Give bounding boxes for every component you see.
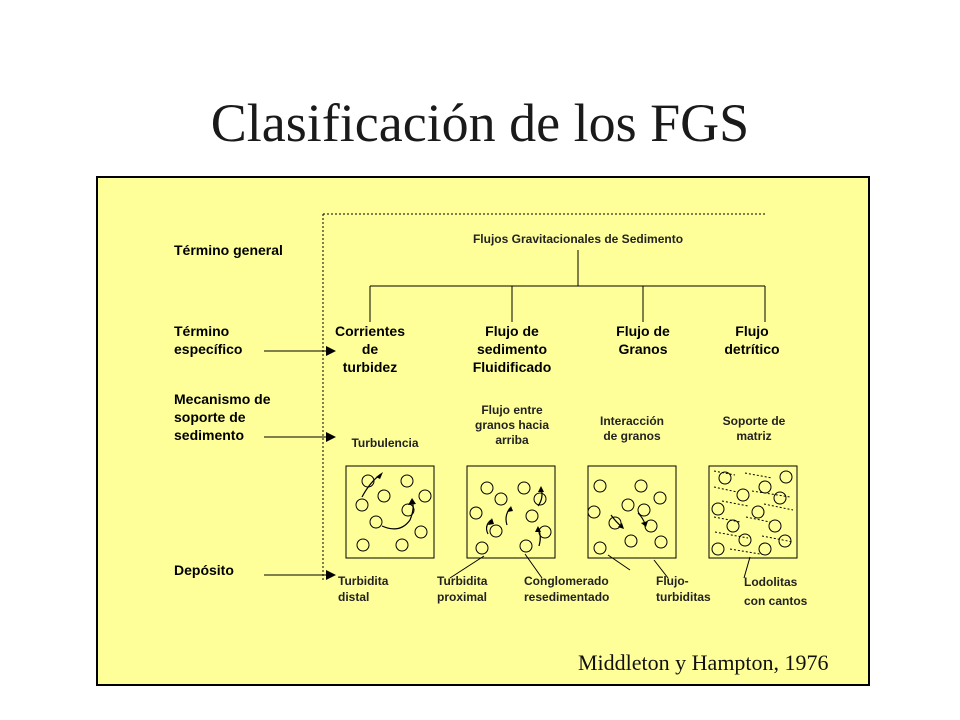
category-fluidificado: Flujo de sedimento Fluidificado bbox=[472, 323, 552, 375]
deposit-conglomerado: Conglomerado resedimentado bbox=[524, 574, 610, 604]
mechanism-turbulencia: Turbulencia bbox=[351, 436, 419, 450]
deposit-turbidita-distal: Turbidita distal bbox=[338, 574, 389, 604]
diagram-panel bbox=[96, 176, 870, 686]
mechanism-interaccion: Interacción de granos bbox=[599, 414, 665, 443]
page-title: Clasificación de los FGS bbox=[210, 93, 750, 153]
general-term: Flujos Gravitacionales de Sedimento bbox=[472, 232, 684, 246]
deposit-lodolitas: Lodolitas con cantos bbox=[744, 575, 808, 608]
deposit-turbidita-proximal: Turbidita proximal bbox=[437, 574, 488, 604]
row-label-mecanismo: Mecanismo de soporte de sedimento bbox=[174, 391, 271, 443]
mechanism-flujo-entre-granos: Flujo entre granos hacia arriba bbox=[474, 403, 550, 447]
mechanism-soporte-matriz: Soporte de matriz bbox=[722, 414, 786, 443]
category-detritico: Flujo detrítico bbox=[724, 323, 780, 357]
category-granos: Flujo de Granos bbox=[616, 323, 670, 357]
category-corrientes: Corrientes de turbidez bbox=[334, 323, 406, 375]
row-label-general: Término general bbox=[174, 242, 283, 258]
row-label-especifico: Término específico bbox=[174, 323, 243, 357]
citation: Middleton y Hampton, 1976 bbox=[578, 650, 829, 675]
row-label-deposito: Depósito bbox=[174, 562, 234, 578]
deposit-flujo-turbiditas: Flujo- turbiditas bbox=[656, 574, 711, 604]
